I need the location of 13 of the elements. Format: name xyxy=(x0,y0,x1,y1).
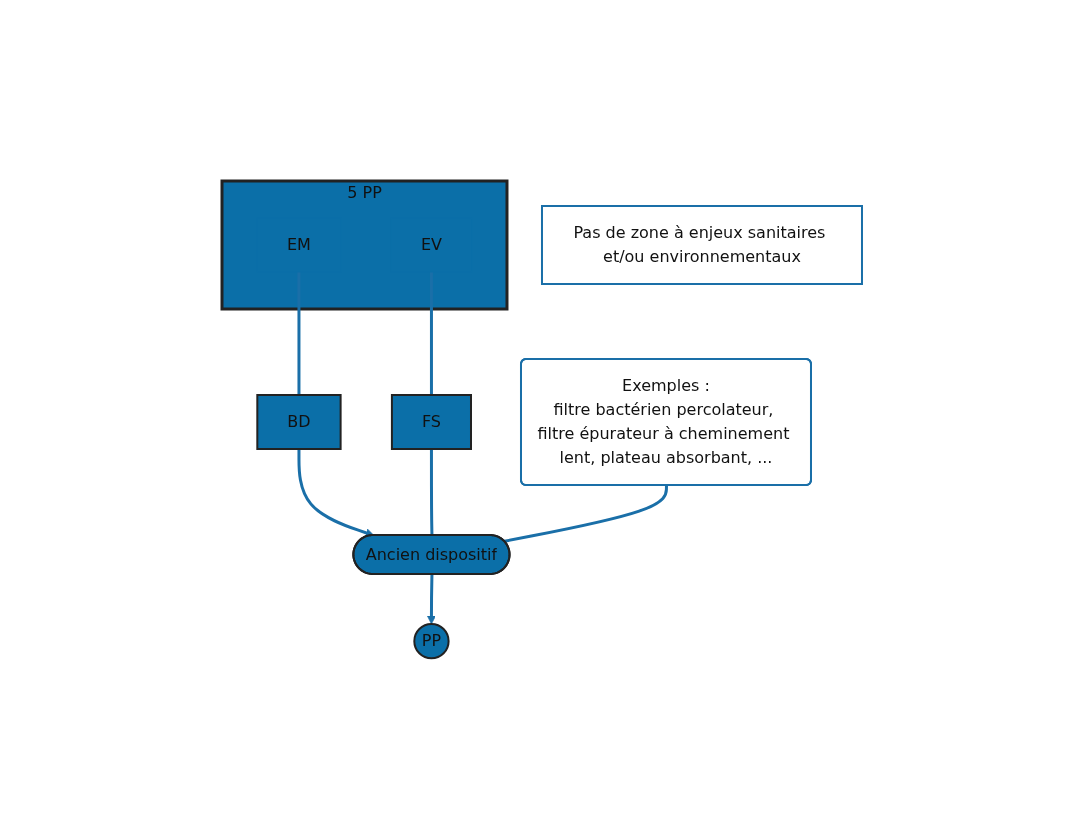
node-text: EM xyxy=(286,235,311,255)
node-text: Exemples : filtre bactérien percolateur, filtre épurateur à cheminement lent, plateau absorbant, ... xyxy=(536,376,789,468)
connector xyxy=(296,272,300,396)
arrow xyxy=(426,574,436,625)
connector xyxy=(429,272,433,396)
node-box: Pas de zone à enjeux sanitaires et/ou environnementaux xyxy=(540,205,863,286)
node-circle: PP xyxy=(412,623,450,660)
arrow xyxy=(296,449,374,538)
node-text: EV xyxy=(420,235,442,255)
node-box: BD xyxy=(255,394,342,451)
node-box: FS xyxy=(390,394,472,451)
connector xyxy=(503,485,668,544)
connector xyxy=(429,449,433,536)
